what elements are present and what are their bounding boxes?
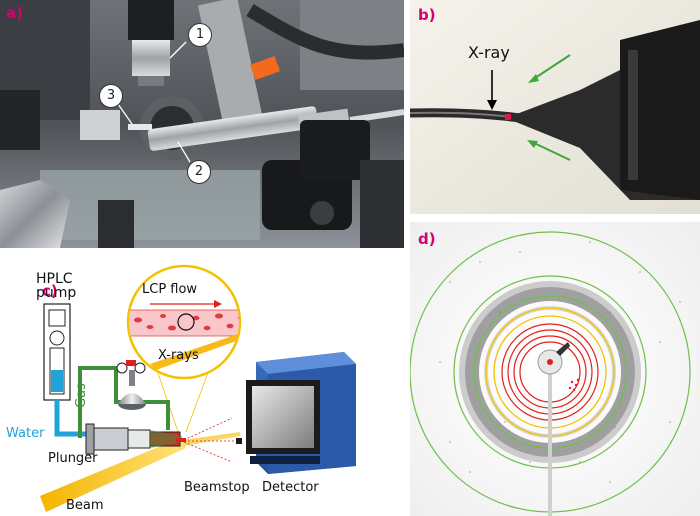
panel-b-photo: b) X-ray	[410, 0, 700, 214]
detector-label: Detector	[262, 480, 319, 495]
callout-3: 3	[99, 84, 123, 108]
beam-label: Beam	[66, 498, 104, 513]
beamstop-label: Beamstop	[184, 480, 250, 495]
hplc-label: HPLC	[36, 271, 73, 287]
diffraction-pattern	[410, 222, 700, 516]
panel-a-photo: a) 1 3 2	[0, 0, 404, 248]
nozzle-image	[410, 0, 700, 214]
lcp-injector-diagram	[40, 264, 356, 512]
plunger-label: Plunger	[48, 451, 98, 466]
callout-2: 2	[187, 160, 211, 184]
gas-label: Gas	[74, 383, 89, 408]
xray-label: X-ray	[468, 43, 510, 62]
callout-1: 1	[188, 23, 212, 47]
panel-d-diffraction: d)	[410, 222, 700, 516]
beamstop	[236, 438, 242, 444]
water-label: Water	[6, 426, 45, 441]
plunger	[91, 427, 129, 451]
panel-d-label: d)	[418, 230, 436, 248]
pump-label: pump	[36, 285, 77, 301]
panel-a-label: a)	[6, 4, 23, 22]
zoom-xrays-label: X-rays	[158, 348, 199, 363]
panel-c-label: c)	[42, 282, 58, 300]
panel-b-label: b)	[418, 6, 436, 24]
water-line	[54, 400, 86, 437]
lcp-flow-label: LCP flow	[142, 282, 198, 297]
xray-beam	[40, 438, 186, 512]
panel-c-schematic: c) LCP flow X-rays HPLC pump Gas Water P…	[0, 252, 404, 516]
